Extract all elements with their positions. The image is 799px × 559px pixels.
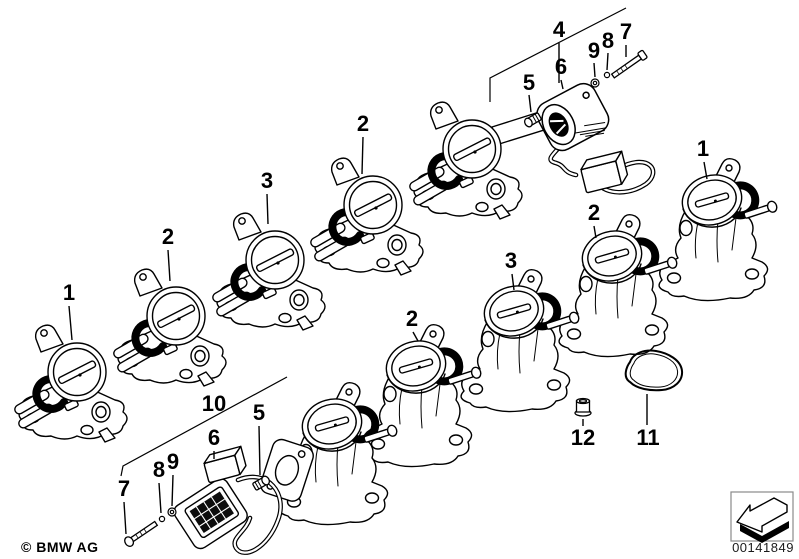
callout-leader-2	[412, 331, 419, 342]
callout-leader-2	[361, 136, 364, 175]
callout-leader-9	[171, 474, 174, 507]
screw-plug-upper	[523, 112, 542, 128]
gasket	[624, 349, 684, 392]
callout-label-2: 2	[588, 200, 600, 225]
throttle-body-left-bank-4	[309, 158, 423, 275]
throttle-body-left-bank-2	[112, 269, 226, 386]
washer-9-upper	[590, 78, 600, 88]
callout-label-1: 1	[697, 136, 709, 161]
callout-label-11: 11	[636, 425, 659, 450]
callout-label-8: 8	[153, 457, 165, 482]
callout-label-2: 2	[406, 306, 418, 331]
callout-label-5: 5	[253, 400, 265, 425]
callout-label-8: 8	[602, 28, 614, 53]
callout-leader-3	[511, 273, 515, 291]
callout-label-3: 3	[261, 168, 273, 193]
callout-leader-9	[593, 62, 596, 78]
callout-leader-7	[123, 501, 127, 535]
callout-leader-1	[68, 305, 73, 341]
washer-8-upper	[603, 71, 611, 79]
callout-leader-2	[167, 249, 171, 282]
group-bracket-lines	[120, 7, 627, 477]
callout-leader-8	[158, 482, 162, 514]
callout-label-6: 6	[555, 54, 567, 79]
screw-plug-lower	[252, 475, 271, 491]
callout-label-1: 1	[63, 280, 75, 305]
grid-connector-lower	[184, 486, 240, 539]
callout-label-12: 12	[571, 425, 595, 450]
callout-label-5: 5	[523, 70, 535, 95]
callout-label-7: 7	[620, 19, 632, 44]
actuator-cable-upper	[548, 137, 656, 195]
bolt-lower	[124, 520, 159, 547]
callout-leader-6	[560, 79, 564, 90]
callout-label-4: 4	[553, 17, 566, 42]
callout-leader-5	[528, 94, 532, 113]
throttle-body-left-bank-3	[211, 213, 325, 330]
relay-box-lower	[203, 445, 247, 484]
callout-label-2: 2	[357, 111, 369, 136]
cable-connector-upper	[580, 150, 629, 194]
actuator-cable-lower	[232, 474, 283, 555]
callout-leader-2	[593, 225, 597, 239]
callout-leader-3	[266, 193, 269, 225]
washer-9-lower	[167, 507, 177, 517]
throttle-body-left-bank-1	[13, 325, 127, 442]
copyright-notice: © BMW AG	[21, 539, 99, 555]
callout-label-2: 2	[162, 224, 174, 249]
bolt-upper	[610, 49, 648, 79]
callout-label-10: 10	[202, 391, 226, 416]
actuator-group-lower	[120, 376, 288, 477]
actuator-group-upper	[489, 7, 627, 102]
callout-label-6: 6	[208, 425, 220, 450]
callout-label-9: 9	[167, 449, 179, 474]
callout-leader-8	[606, 52, 609, 71]
washer-8-lower	[158, 515, 166, 523]
document-number: 00141849	[732, 540, 794, 555]
flange-nut	[574, 397, 592, 417]
throttle-body-right-bank-1	[659, 159, 778, 301]
throttle-actuator-upper	[536, 82, 610, 152]
callout-label-7: 7	[118, 476, 130, 501]
callout-label-9: 9	[588, 38, 600, 63]
bmw-parts-arrow-icon	[730, 491, 794, 543]
callout-leader-5	[258, 425, 261, 476]
callout-label-3: 3	[505, 248, 517, 273]
callout-leader-1	[703, 161, 708, 180]
